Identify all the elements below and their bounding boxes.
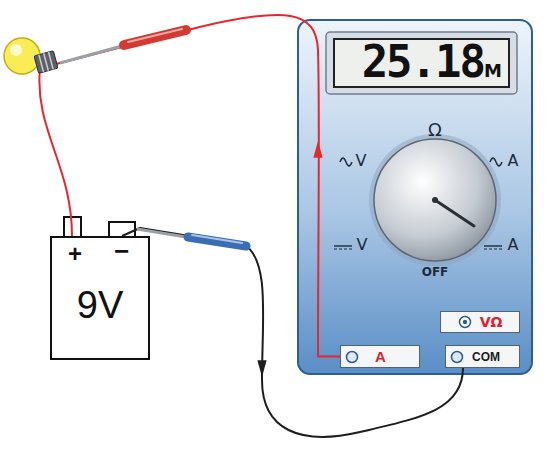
- dial-label: A: [508, 235, 519, 254]
- com-jack: COM: [445, 345, 520, 368]
- dc-symbol: [484, 245, 502, 246]
- probe-tip: [60, 46, 122, 63]
- battery-label: −: [114, 238, 129, 264]
- jack-label: A: [375, 349, 386, 364]
- probe-highlight: [128, 29, 182, 42]
- wire: [39, 15, 340, 357]
- battery-terminal: [109, 222, 135, 237]
- vohm-jack: VΩ: [440, 311, 520, 333]
- display-reading: 25.18: [362, 40, 484, 84]
- dial-label: Ω: [428, 119, 442, 140]
- dial-pointer: [435, 200, 474, 226]
- amp-jack: A: [340, 345, 420, 368]
- current-arrow: [313, 141, 322, 158]
- lcd-display: 25.18M: [333, 38, 510, 88]
- jack-label: VΩ: [480, 315, 503, 329]
- dial-label: V: [356, 151, 367, 170]
- dial-label: V: [357, 235, 368, 254]
- battery-body: + − 9V: [50, 236, 150, 360]
- off-label: OFF: [422, 265, 449, 279]
- dc-symbol: [334, 245, 352, 246]
- meter-body: [298, 20, 532, 374]
- current-arrow: [257, 360, 266, 377]
- rotary-dial: [374, 139, 496, 261]
- dial-shadow: [369, 134, 501, 266]
- dc-symbol: [484, 248, 502, 249]
- dial-label: A: [508, 151, 519, 170]
- jack-label: COM: [472, 351, 500, 363]
- bulb-highlight: [10, 44, 22, 56]
- ac-symbol: [340, 158, 352, 166]
- dial-pivot: [432, 197, 438, 203]
- ac-symbol: [490, 158, 502, 166]
- jack-socket: [450, 350, 464, 364]
- display-frame: [326, 32, 517, 94]
- bulb-base: [34, 51, 58, 74]
- jack-socket: [345, 350, 359, 364]
- battery-label: 9V: [52, 286, 148, 324]
- probe-highlight: [192, 235, 242, 243]
- red-probe: [124, 30, 186, 45]
- wire: [122, 228, 463, 437]
- battery-label: +: [68, 242, 82, 266]
- dc-symbol: [334, 248, 352, 249]
- jack-socket: [458, 315, 472, 329]
- display-reading: M: [484, 62, 502, 80]
